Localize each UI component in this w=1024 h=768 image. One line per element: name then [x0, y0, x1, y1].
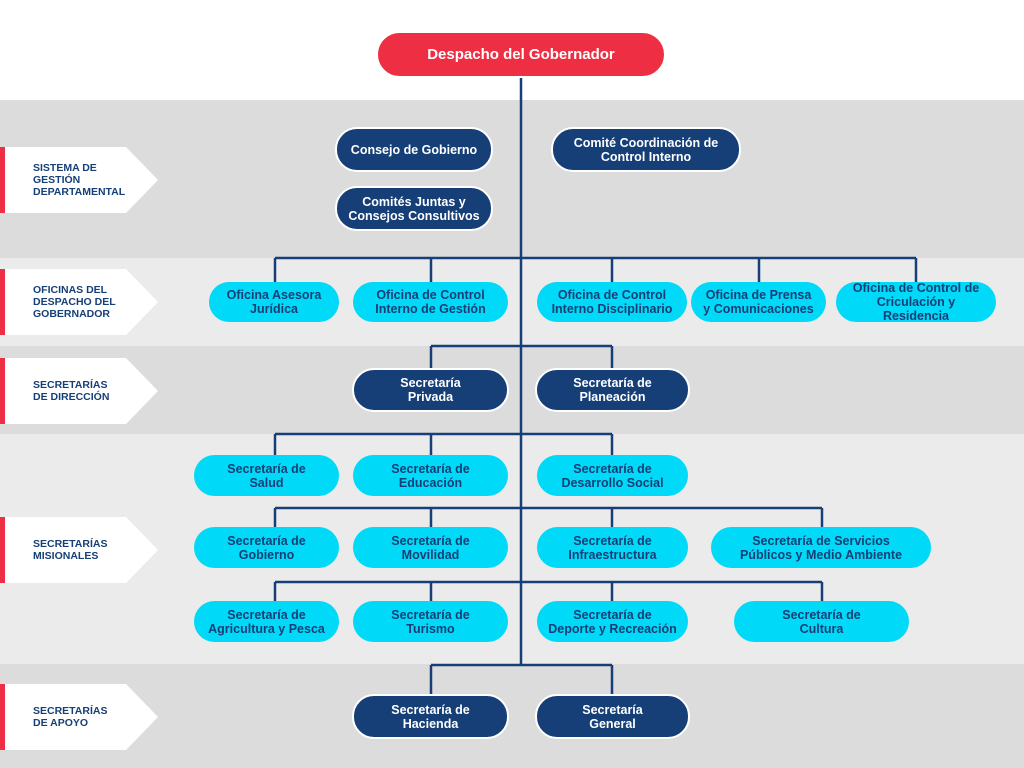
node-secretaria-planeacion[interactable]: Secretaría de Planeación: [535, 368, 690, 412]
tag-arrow-shape: [0, 684, 158, 750]
node-secretaria-movilidad[interactable]: Secretaría de Movilidad: [353, 527, 508, 568]
node-comites-juntas[interactable]: Comités Juntas y Consejos Consultivos: [335, 186, 493, 231]
node-secretaria-privada[interactable]: Secretaría Privada: [352, 368, 509, 412]
band-direccion: [0, 346, 1024, 434]
tag-arrow-shape: [0, 147, 158, 213]
node-secretaria-desarrollo-social[interactable]: Secretaría de Desarrollo Social: [537, 455, 688, 496]
section-label: SECRETARÍAS MISIONALES: [33, 538, 108, 562]
node-secretaria-educacion[interactable]: Secretaría de Educación: [353, 455, 508, 496]
node-consejo-gobierno[interactable]: Consejo de Gobierno: [335, 127, 493, 172]
band-apoyo: [0, 664, 1024, 768]
section-tag-misionales: SECRETARÍAS MISIONALES: [0, 517, 160, 583]
section-label: OFICINAS DEL DESPACHO DEL GOBERNADOR: [33, 284, 116, 320]
root-node[interactable]: Despacho del Gobernador: [376, 31, 666, 78]
tag-arrow-shape: [0, 517, 158, 583]
node-oficina-control-gestion[interactable]: Oficina de Control Interno de Gestión: [353, 282, 508, 322]
node-secretaria-salud[interactable]: Secretaría de Salud: [194, 455, 339, 496]
node-oficina-control-disciplinario[interactable]: Oficina de Control Interno Disciplinario: [537, 282, 687, 322]
section-tag-oficinas: OFICINAS DEL DESPACHO DEL GOBERNADOR: [0, 269, 160, 335]
tag-arrow-shape: [0, 269, 158, 335]
band-sistema: [0, 100, 1024, 258]
node-secretaria-cultura[interactable]: Secretaría de Cultura: [734, 601, 909, 642]
section-tag-apoyo: SECRETARÍAS DE APOYO: [0, 684, 160, 750]
node-secretaria-hacienda[interactable]: Secretaría de Hacienda: [352, 694, 509, 739]
node-secretaria-infraestructura[interactable]: Secretaría de Infraestructura: [537, 527, 688, 568]
node-oficina-juridica[interactable]: Oficina Asesora Jurídica: [209, 282, 339, 322]
node-secretaria-agricultura[interactable]: Secretaría de Agricultura y Pesca: [194, 601, 339, 642]
node-secretaria-servicios-publicos[interactable]: Secretaría de Servicios Públicos y Medio…: [711, 527, 931, 568]
node-secretaria-deporte[interactable]: Secretaría de Deporte y Recreación: [537, 601, 688, 642]
tag-arrow-shape: [0, 358, 158, 424]
node-comite-control-interno[interactable]: Comité Coordinación de Control Interno: [551, 127, 741, 172]
section-tag-sistema: SISTEMA DE GESTIÓN DEPARTAMENTAL: [0, 147, 160, 213]
node-oficina-prensa[interactable]: Oficina de Prensa y Comunicaciones: [691, 282, 826, 322]
node-secretaria-general[interactable]: Secretaría General: [535, 694, 690, 739]
node-secretaria-turismo[interactable]: Secretaría de Turismo: [353, 601, 508, 642]
node-oficina-circulacion[interactable]: Oficina de Control de Criculación y Resi…: [836, 281, 996, 323]
section-label: SISTEMA DE GESTIÓN DEPARTAMENTAL: [33, 162, 126, 198]
section-label: SECRETARÍAS DE DIRECCIÓN: [33, 379, 110, 403]
section-tag-direccion: SECRETARÍAS DE DIRECCIÓN: [0, 358, 160, 424]
section-label: SECRETARÍAS DE APOYO: [33, 705, 108, 729]
node-secretaria-gobierno[interactable]: Secretaría de Gobierno: [194, 527, 339, 568]
